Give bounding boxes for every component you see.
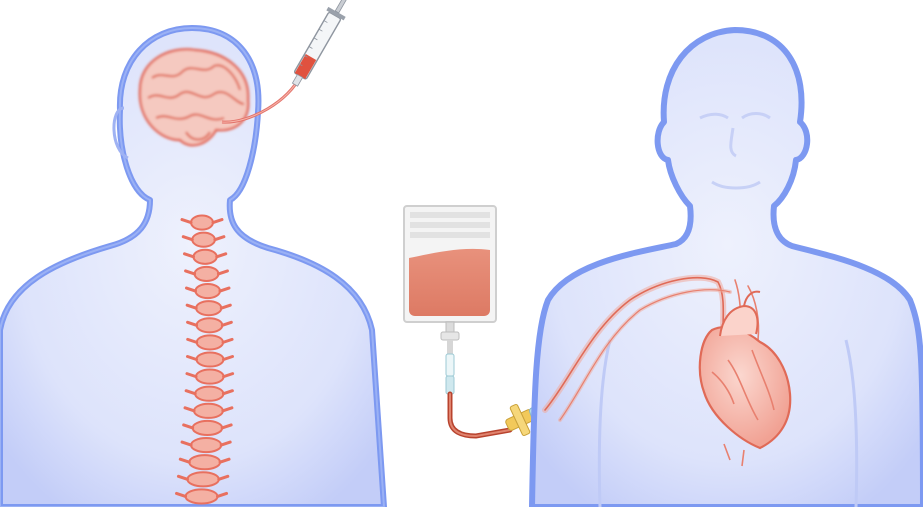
vertebra	[195, 284, 220, 298]
vertebra	[186, 489, 218, 503]
vertebra	[195, 387, 223, 401]
vertebra	[189, 455, 220, 469]
infusion-bag-icon	[404, 206, 549, 440]
vertebra	[196, 301, 221, 315]
vertebra	[196, 352, 223, 366]
vertebra	[187, 472, 218, 486]
vertebra	[193, 421, 223, 435]
infusion-bag-fluid	[409, 249, 490, 316]
front-figure-silhouette	[532, 30, 923, 507]
vertebra	[194, 404, 223, 418]
vertebra	[193, 250, 216, 264]
front-view-figure	[532, 30, 923, 507]
vertebra	[196, 370, 224, 384]
vertebra	[191, 438, 221, 452]
vertebra	[197, 335, 223, 349]
vertebra	[195, 267, 219, 281]
back-view-figure	[0, 28, 384, 507]
vertebra	[191, 216, 213, 230]
vertebra	[192, 233, 215, 247]
vertebra	[197, 318, 223, 332]
